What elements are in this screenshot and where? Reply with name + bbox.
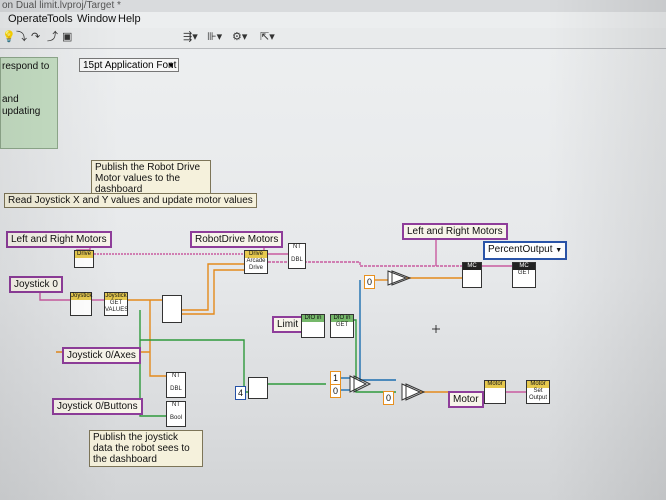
retain-wire-icon[interactable]: ▣ (62, 31, 73, 43)
wire-num-a (359, 280, 396, 381)
select-node-a-inner (391, 270, 412, 286)
wire-x-axis (180, 263, 244, 311)
nt-dbl-node-axes[interactable]: NT DBL (166, 372, 186, 398)
nt-dbl-node-drive[interactable]: NT DBL (288, 243, 306, 269)
motor-set-output-node[interactable]: Motor Set Output (526, 380, 550, 404)
font-selector[interactable]: 15pt Application Font ▼ (79, 58, 179, 72)
comment-line-2: and updating (2, 94, 41, 117)
constant-zero-a[interactable]: 0 (364, 275, 376, 289)
comment-line-1: respond to (2, 61, 50, 72)
label-joystick0-buttons[interactable]: Joystick 0/Buttons (52, 398, 143, 415)
percent-output-value: PercentOutput (488, 244, 553, 255)
dio-get-node[interactable]: DIO in GET (330, 314, 354, 338)
motor-ref-node[interactable]: Motor (484, 380, 506, 404)
toolbar: 💡 ⤵ ↷ ⤴ ▣ 15pt Application Font ▼ ⇶▾ ⊪▾ … (0, 28, 666, 72)
font-selector-value: 15pt Application Font (83, 60, 177, 71)
index-array-node-2[interactable] (248, 377, 268, 399)
dio-get-text: GET (335, 322, 349, 328)
label-joystick0-axes[interactable]: Joystick 0/Axes (62, 347, 141, 364)
dio-ref-header: DIO in (302, 315, 324, 322)
window-title: on Dual limit.lvproj/Target * (0, 0, 666, 12)
joystick-get-values-node[interactable]: Joystick GET VALUES (104, 292, 128, 316)
mc-set-header: MC (513, 263, 535, 270)
nt-bool-node[interactable]: NT Bool (166, 401, 186, 427)
wire-drive-to-mc (264, 261, 462, 267)
partial-comment: respond to and updating (0, 57, 58, 149)
chevron-down-icon: ▼ (555, 247, 563, 254)
step-over-icon[interactable]: ↷ (31, 31, 41, 43)
mc-set-node[interactable]: MC GET (512, 262, 536, 288)
step-into-icon[interactable]: ⤵ (16, 31, 27, 43)
menu-operate[interactable]: Operate (8, 13, 48, 25)
wire-y-axis (180, 269, 244, 315)
joystick-ref-node[interactable]: Joystick (70, 292, 92, 316)
dbl-label: DBL (291, 257, 303, 263)
mc-ref-node[interactable]: MC (462, 262, 482, 288)
arcade-drive-header: Drive (245, 251, 267, 258)
wire-buttons (139, 310, 166, 417)
comment-publish-drive: Publish the Robot Drive Motor values to … (91, 160, 211, 197)
drive-ref-header: Drive (75, 251, 93, 258)
constant-zero-c[interactable]: 0 (383, 391, 395, 405)
label-motor[interactable]: Motor (448, 391, 484, 408)
label-left-right-motors[interactable]: Left and Right Motors (6, 231, 112, 248)
dbl-axes-label: DBL (170, 386, 182, 392)
menu-help[interactable]: Help (118, 13, 141, 25)
label-robotdrive-motors[interactable]: RobotDrive Motors (190, 231, 284, 248)
dio-get-header: DIO in (331, 315, 353, 322)
motor-set-header: Motor (527, 381, 549, 388)
menu-tools[interactable]: Tools (47, 13, 73, 25)
nt-label: NT (293, 244, 301, 250)
constant-one[interactable]: 1 (330, 371, 342, 385)
label-limit[interactable]: Limit (272, 316, 304, 333)
get-values-text: GET VALUES (105, 300, 129, 313)
wire-button-branch (140, 339, 245, 392)
select-node-b-inner (353, 375, 372, 393)
step-out-icon[interactable]: ⤴ (47, 31, 58, 43)
dio-ref-node[interactable]: DIO in (301, 314, 325, 338)
run-icon[interactable]: 💡 (2, 31, 16, 43)
motor-ref-header: Motor (485, 381, 505, 388)
cleanup-icon[interactable]: ⇱▾ (260, 31, 275, 43)
joystick-get-header: Joystick (105, 293, 127, 300)
arcade-drive-node[interactable]: Drive Arcade Drive (244, 250, 268, 274)
constant-zero-b[interactable]: 0 (330, 384, 342, 398)
label-left-right-motors-2[interactable]: Left and Right Motors (402, 223, 508, 240)
joystick-ref-header: Joystick (71, 293, 93, 300)
wire-axes-to-nt (149, 300, 166, 377)
align-objects-icon[interactable]: ⇶▾ (183, 31, 198, 43)
set-output-text: Set Output (528, 388, 547, 401)
label-joystick0[interactable]: Joystick 0 (9, 276, 63, 293)
nt-bool-header: NT (172, 402, 180, 408)
chevron-down-icon: ▼ (167, 61, 175, 70)
select-node-c-inner (405, 383, 426, 401)
menu-window[interactable]: Window (77, 13, 117, 25)
bool-label: Bool (169, 415, 182, 421)
comment-publish-joystick: Publish the joystick data the robot sees… (89, 430, 203, 467)
reorder-icon[interactable]: ⚙▾ (232, 31, 248, 43)
nt-axes-label: NT (172, 373, 180, 379)
mc-set-text: GET (517, 270, 531, 276)
index-array-node[interactable] (162, 295, 182, 323)
comment-read-joystick: Read Joystick X and Y values and update … (4, 193, 257, 208)
constant-four[interactable]: 4 (235, 386, 247, 400)
drive-ref-node[interactable]: Drive (74, 250, 94, 268)
mc-ref-header: MC (463, 263, 481, 270)
distribute-objects-icon[interactable]: ⊪▾ (207, 31, 223, 43)
arcade-drive-text: Arcade Drive (246, 258, 266, 271)
percent-output-ring[interactable]: PercentOutput ▼ (483, 241, 568, 260)
